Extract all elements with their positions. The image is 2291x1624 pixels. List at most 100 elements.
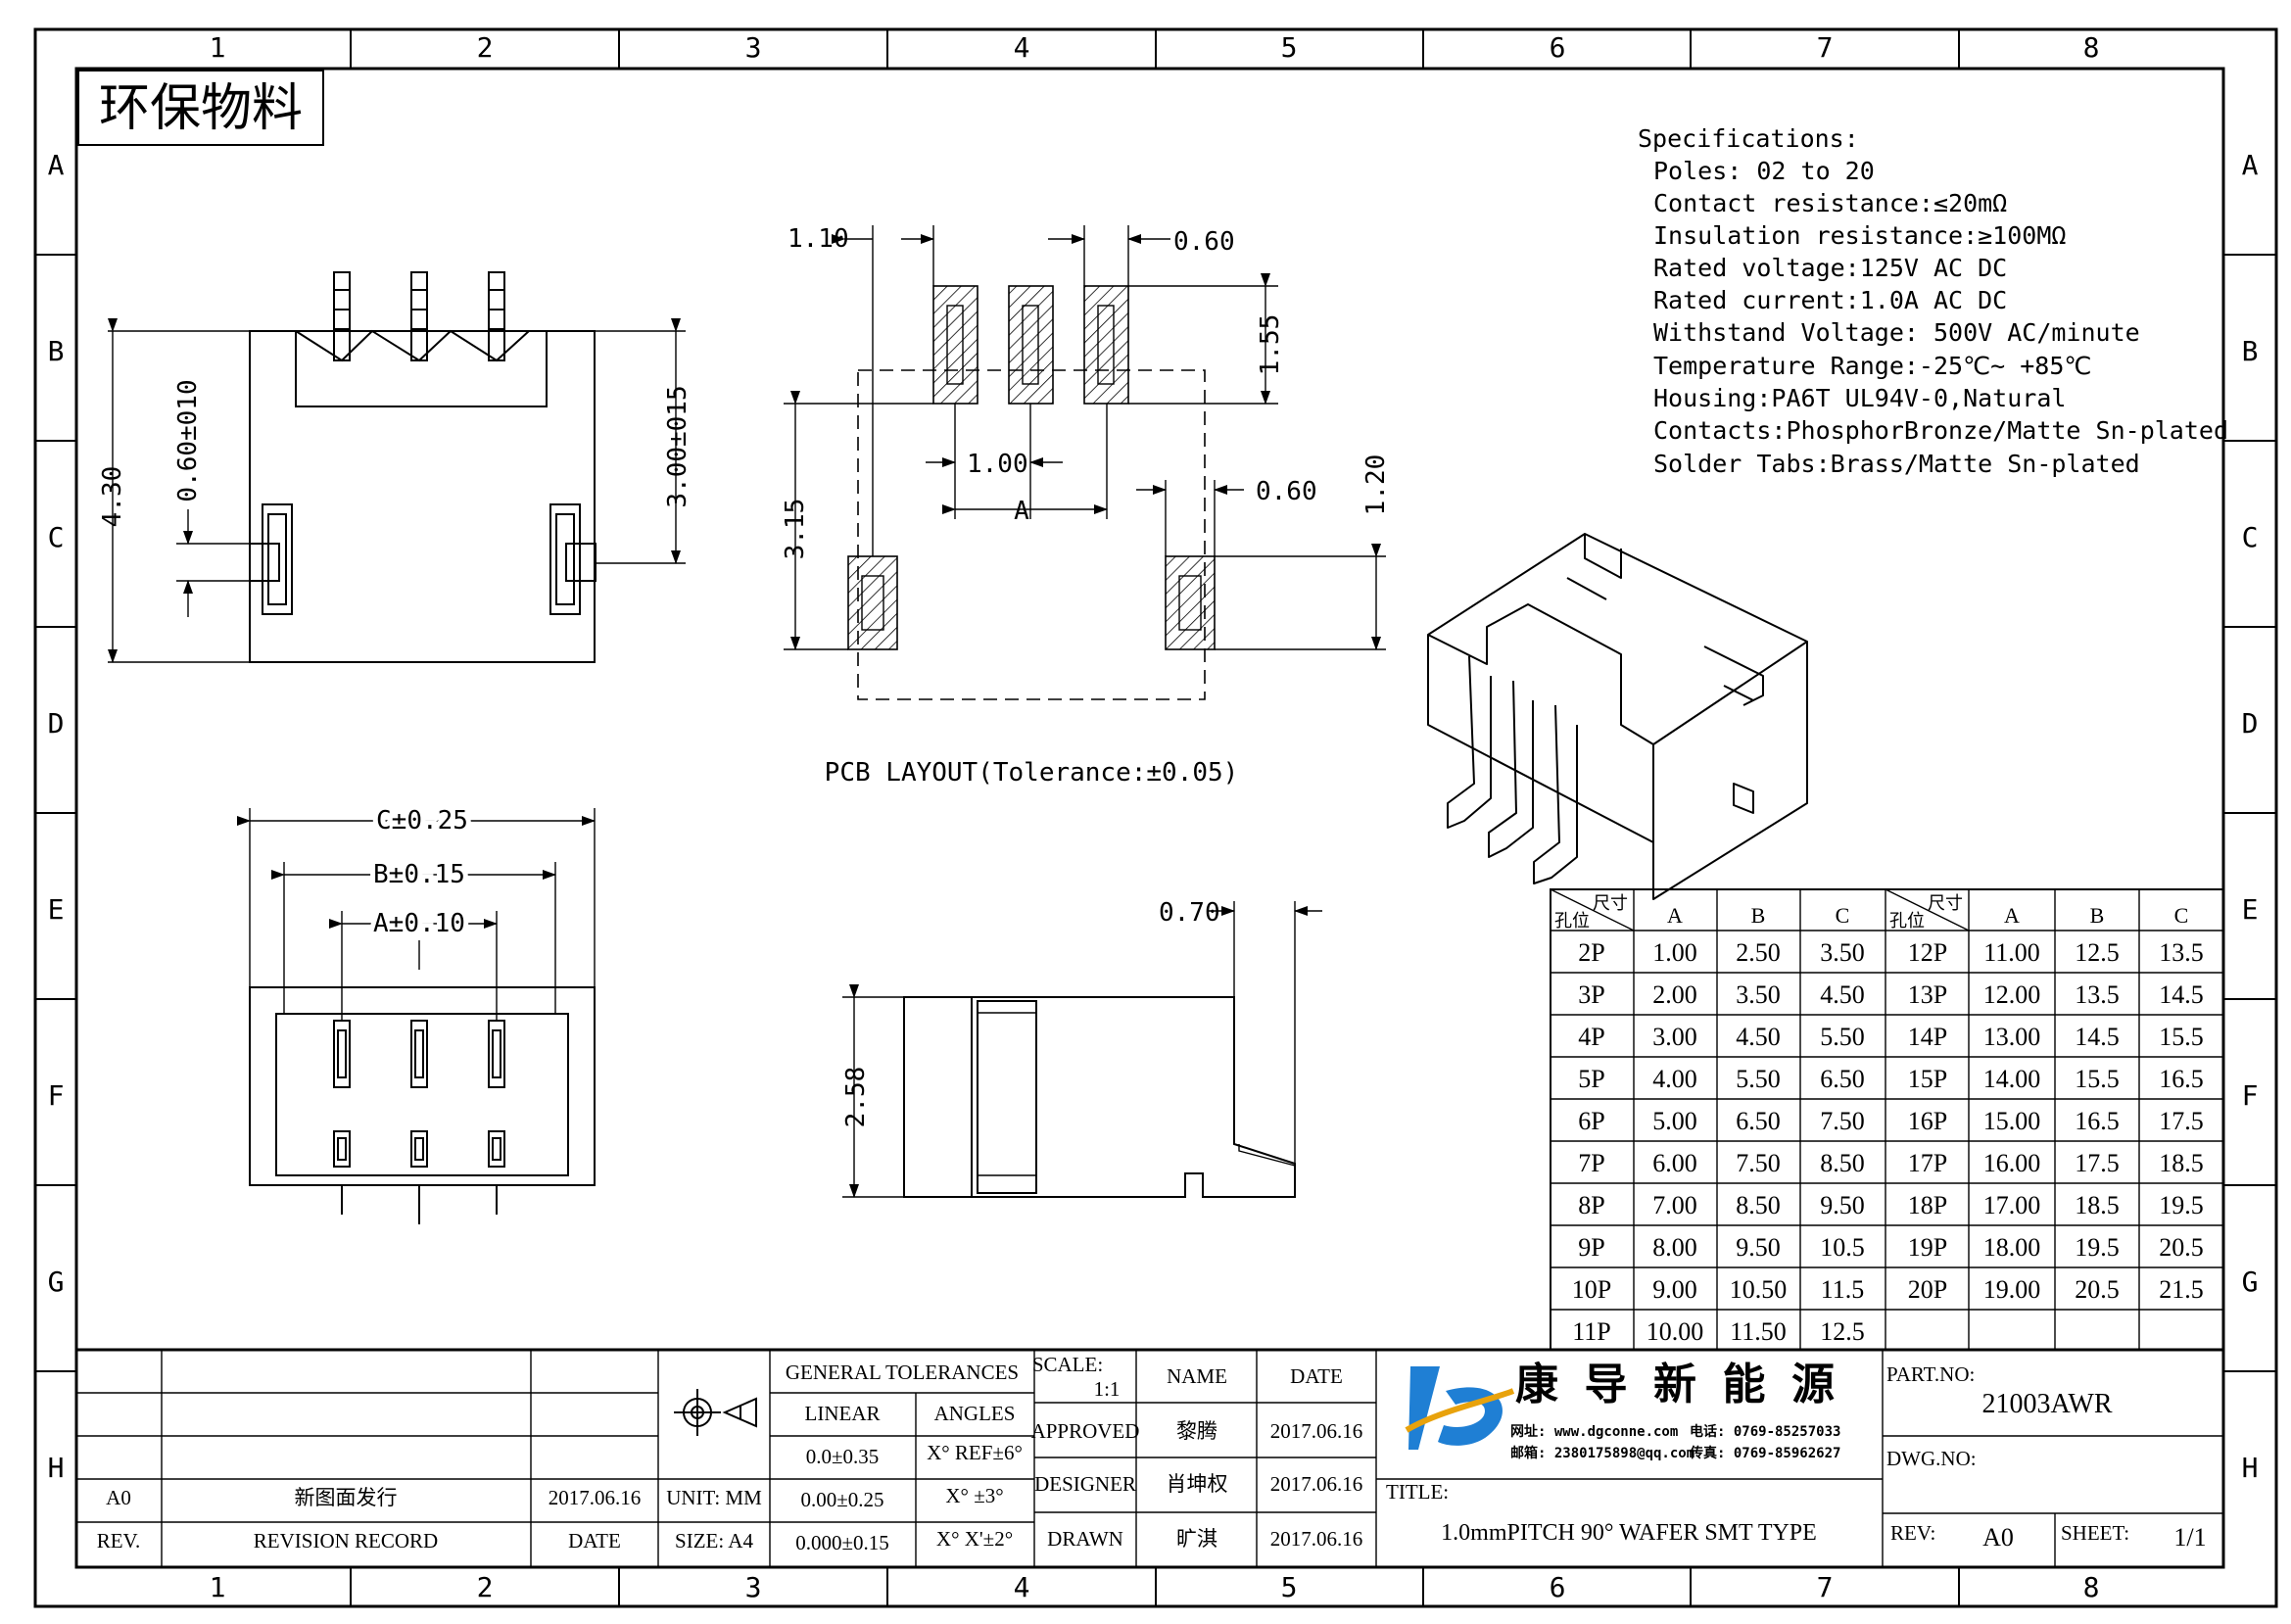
table-cell: 15.5 bbox=[2075, 1065, 2120, 1093]
table-cell: 11.50 bbox=[1730, 1317, 1787, 1346]
table-cell: 11.00 bbox=[1983, 938, 2040, 967]
dim-top-b: B±0.15 bbox=[373, 860, 465, 889]
size-label: SIZE: A4 bbox=[675, 1529, 753, 1552]
table-corner-bottom: 孔位 bbox=[1554, 911, 1590, 931]
spec-line: Insulation resistance:≥100MΩ bbox=[1653, 221, 2066, 250]
table-header: A bbox=[1667, 903, 1683, 928]
col-label: 4 bbox=[1014, 31, 1030, 64]
table-cell: 17.00 bbox=[1983, 1191, 2041, 1219]
table-header: B bbox=[2090, 903, 2105, 928]
table-cell: 12.5 bbox=[2075, 938, 2120, 967]
table-cell: 10.5 bbox=[1820, 1233, 1865, 1262]
spec-line: Rated voltage:125V AC DC bbox=[1653, 254, 2007, 282]
designer-date: 2017.06.16 bbox=[1270, 1472, 1363, 1496]
dim-pcb-pad-length: 1.55 bbox=[1256, 314, 1285, 376]
company-fax: 传真: 0769-85962627 bbox=[1689, 1445, 1840, 1461]
specifications-block: Specifications: Poles: 02 to 20 Contact … bbox=[1638, 124, 2228, 478]
rev-label: REV: bbox=[1890, 1521, 1935, 1545]
col-label: 1 bbox=[210, 31, 226, 64]
col-label: 1 bbox=[210, 1571, 226, 1603]
table-cell: 8.50 bbox=[1820, 1149, 1865, 1177]
table-pin-count-cell: 3P bbox=[1578, 980, 1604, 1009]
tolerance-angle: X° ±3° bbox=[945, 1484, 1003, 1507]
table-cell: 2.00 bbox=[1652, 980, 1697, 1009]
table-header: C bbox=[1836, 903, 1850, 928]
table-cell: 4.50 bbox=[1736, 1023, 1781, 1051]
table-cell: 7.00 bbox=[1652, 1191, 1697, 1219]
table-cell: 1.00 bbox=[1652, 938, 1697, 967]
designer-name: 肖坤权 bbox=[1167, 1472, 1228, 1496]
table-cell: 18.5 bbox=[2075, 1191, 2120, 1219]
table-cell: 19.00 bbox=[1983, 1275, 2041, 1304]
table-pin-count-cell: 15P bbox=[1908, 1065, 1947, 1093]
revision-date-value: 2017.06.16 bbox=[549, 1486, 642, 1509]
projection-symbol-icon bbox=[674, 1389, 757, 1436]
table-corner-top: 尺寸 bbox=[1593, 893, 1628, 913]
approved-name: 黎腾 bbox=[1176, 1419, 1217, 1443]
drawn-name: 旷淇 bbox=[1176, 1527, 1217, 1551]
part-no-value: 21003AWR bbox=[1981, 1389, 2112, 1419]
revision-record-value: 新图面发行 bbox=[295, 1486, 398, 1509]
table-cell: 9.50 bbox=[1820, 1191, 1865, 1219]
table-pin-count-cell: 12P bbox=[1908, 938, 1947, 967]
table-pin-count-cell: 10P bbox=[1572, 1275, 1611, 1304]
table-pin-count-cell: 5P bbox=[1578, 1065, 1604, 1093]
company-web: 网址: www.dgconne.com bbox=[1510, 1423, 1678, 1440]
spec-line: Rated current:1.0A AC DC bbox=[1653, 286, 2007, 314]
linear-label: LINEAR bbox=[805, 1402, 881, 1425]
company-tel: 电话: 0769-85257033 bbox=[1690, 1423, 1840, 1440]
table-cell: 18.00 bbox=[1983, 1233, 2041, 1262]
table-pin-count-cell: 13P bbox=[1908, 980, 1947, 1009]
angles-label: ANGLES bbox=[934, 1402, 1016, 1425]
col-label: 7 bbox=[1817, 31, 1834, 64]
revision-date-header: DATE bbox=[568, 1529, 621, 1552]
table-corner-bottom: 孔位 bbox=[1889, 911, 1925, 931]
row-label: G bbox=[48, 1266, 65, 1298]
row-label: A bbox=[48, 149, 65, 181]
rev-value-block: A0 bbox=[1982, 1523, 2014, 1552]
rev-header: REV. bbox=[97, 1529, 141, 1552]
row-label: F bbox=[2242, 1079, 2259, 1112]
table-cell: 8.50 bbox=[1736, 1191, 1781, 1219]
col-label: 5 bbox=[1281, 1571, 1298, 1603]
tolerance-angle: X° X'±2° bbox=[936, 1527, 1013, 1551]
rev-value: A0 bbox=[106, 1486, 131, 1509]
dim-top-a: A±0.10 bbox=[373, 909, 465, 938]
dim-front-height: 4.30 bbox=[98, 466, 127, 528]
table-cell: 7.50 bbox=[1820, 1107, 1865, 1135]
table-pin-count-cell: 8P bbox=[1578, 1191, 1604, 1219]
company-logo-icon bbox=[1405, 1366, 1515, 1450]
approved-date: 2017.06.16 bbox=[1270, 1419, 1363, 1443]
table-header: B bbox=[1751, 903, 1766, 928]
spec-line: Contact resistance:≤20mΩ bbox=[1653, 189, 2007, 217]
table-corner-top: 尺寸 bbox=[1928, 893, 1963, 913]
table-cell: 15.00 bbox=[1983, 1107, 2041, 1135]
table-cell: 16.00 bbox=[1983, 1149, 2041, 1177]
spec-line: Housing:PA6T UL94V-0,Natural bbox=[1653, 384, 2066, 412]
title-label: TITLE: bbox=[1386, 1480, 1449, 1504]
scale-label: SCALE: bbox=[1032, 1353, 1103, 1376]
spec-line: Poles: 02 to 20 bbox=[1653, 157, 1875, 185]
row-label: C bbox=[48, 521, 65, 553]
dim-pcb-offset: 1.10 bbox=[788, 224, 849, 254]
table-pin-count-cell: 18P bbox=[1908, 1191, 1947, 1219]
spec-heading: Specifications: bbox=[1638, 124, 1859, 153]
col-label: 2 bbox=[477, 1571, 494, 1603]
table-cell: 3.50 bbox=[1820, 938, 1865, 967]
row-label: H bbox=[2242, 1452, 2259, 1484]
tolerance-linear: 0.000±0.15 bbox=[795, 1531, 889, 1554]
col-label: 6 bbox=[1550, 1571, 1566, 1603]
dim-front-tab: 0.60±010 bbox=[173, 379, 203, 502]
sheet-value: 1/1 bbox=[2173, 1523, 2206, 1552]
spec-line: Withstand Voltage: 500V AC/minute bbox=[1653, 318, 2140, 347]
table-cell: 3.50 bbox=[1736, 980, 1781, 1009]
table-cell: 2.50 bbox=[1736, 938, 1781, 967]
table-cell: 5.50 bbox=[1820, 1023, 1865, 1051]
dim-front-body: 3.00±015 bbox=[663, 385, 692, 507]
table-cell: 5.00 bbox=[1652, 1107, 1697, 1135]
col-label: 3 bbox=[745, 1571, 762, 1603]
isometric-view bbox=[1427, 533, 1808, 900]
drawing-frame: 1 2 3 4 5 6 7 8 1 2 3 4 5 6 7 8 A B C D … bbox=[33, 27, 2278, 1608]
title-block: A0 新图面发行 2017.06.16 REV. REVISION RECORD… bbox=[76, 1348, 2223, 1567]
tolerance-linear: 0.0±0.35 bbox=[806, 1445, 880, 1468]
